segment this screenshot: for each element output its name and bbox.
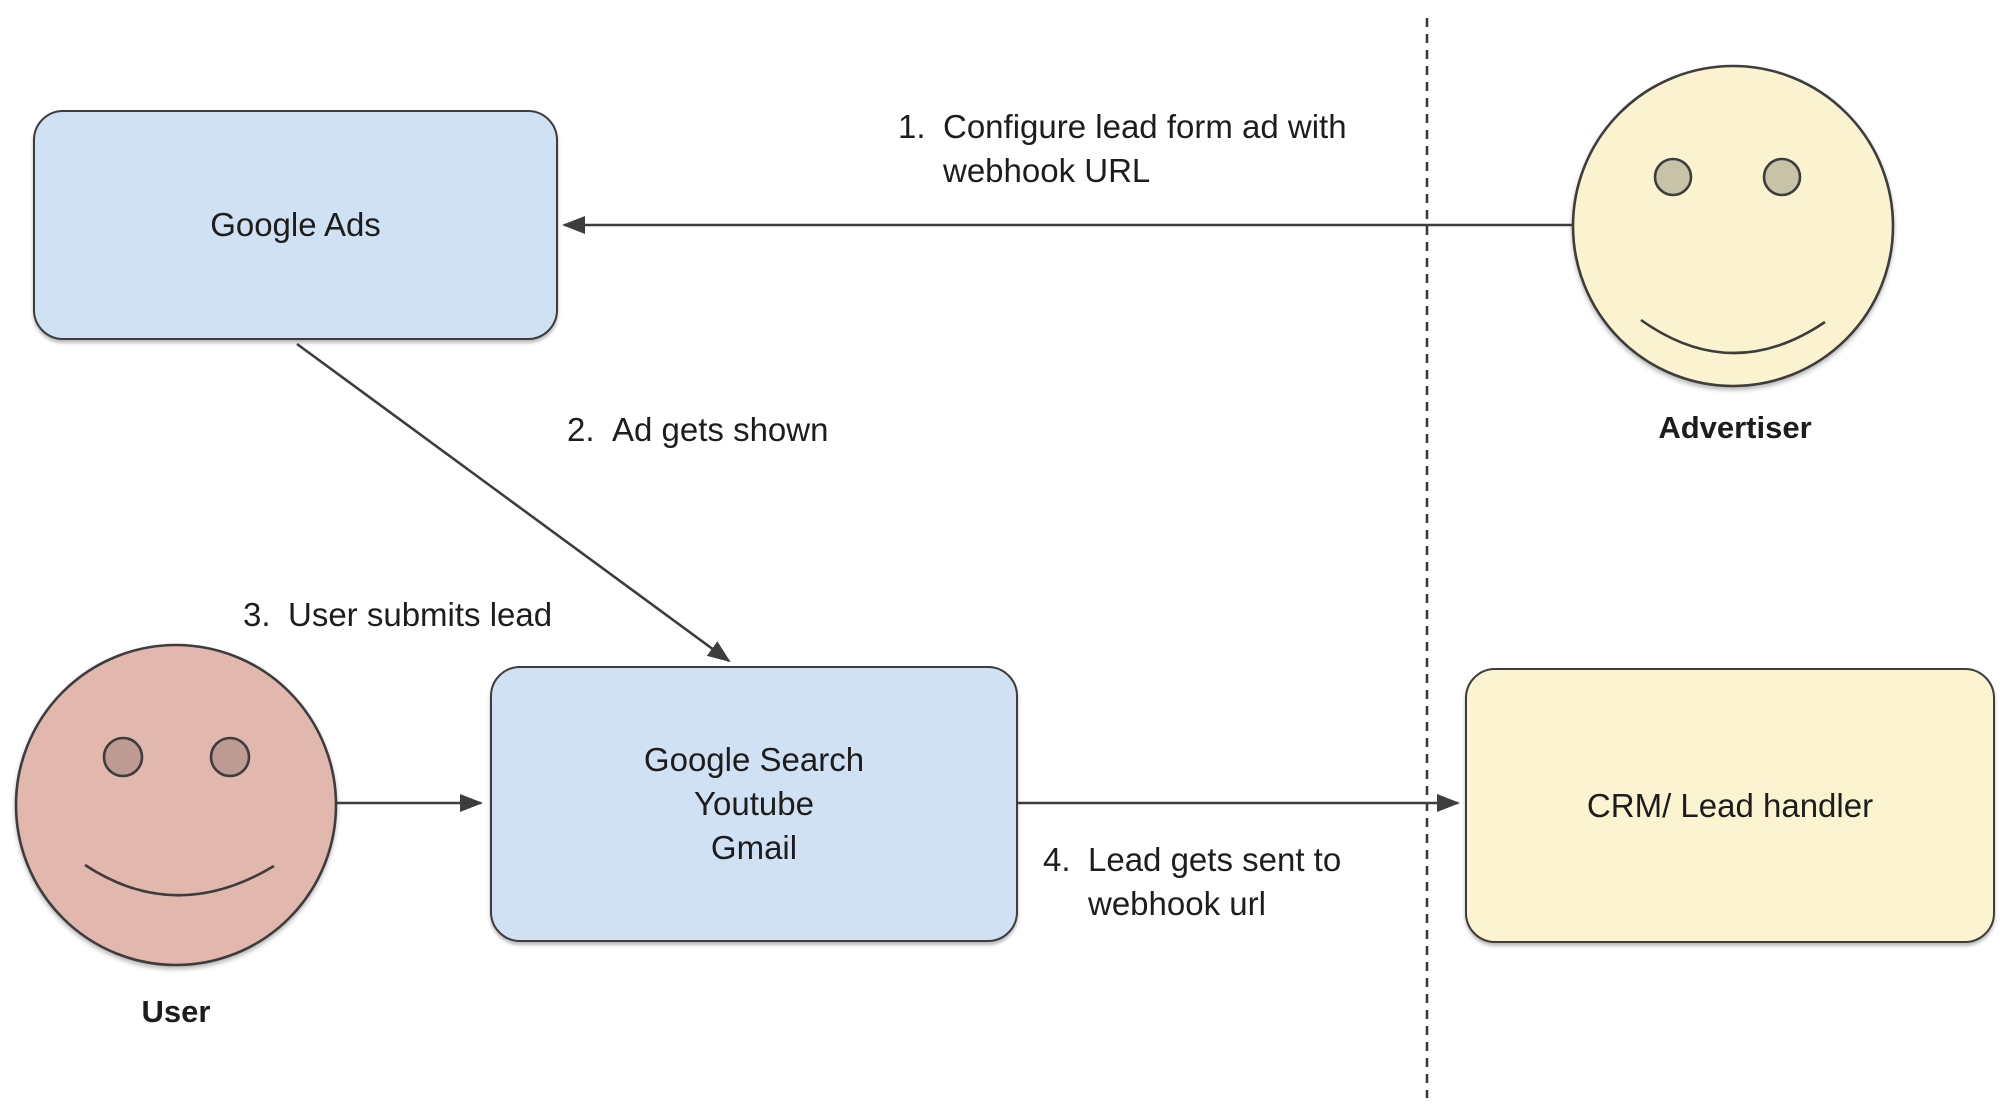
edge-label-line: webhook url bbox=[1088, 885, 1266, 922]
edge-label-line: Configure lead form ad with bbox=[943, 108, 1347, 145]
edge-label-line: User submits lead bbox=[288, 596, 553, 633]
advertiser-face-icon bbox=[1571, 64, 1895, 388]
user-face-head bbox=[14, 643, 338, 967]
user-right-eye-icon bbox=[209, 736, 251, 778]
edge-label-line: Lead gets sent to bbox=[1088, 841, 1342, 878]
edge-label-number: 1. bbox=[898, 108, 926, 145]
user-smile-icon bbox=[84, 863, 275, 897]
edge-label-user-submits-lead: 3. User submits lead bbox=[243, 593, 552, 637]
node-google-surfaces-line: Youtube bbox=[694, 785, 814, 822]
node-google-surfaces-line: Google Search bbox=[643, 741, 865, 778]
edge-label-line: webhook URL bbox=[943, 152, 1151, 189]
edge-label-number: 2. bbox=[567, 411, 595, 448]
advertiser-right-eye-icon bbox=[1762, 157, 1802, 197]
user-left-eye-icon bbox=[102, 736, 144, 778]
node-crm-label: CRM/ Lead handler bbox=[1586, 786, 1874, 824]
user-caption: User bbox=[141, 994, 211, 1029]
advertiser-smile-icon bbox=[1640, 318, 1826, 355]
node-google-surfaces-line: Gmail bbox=[710, 829, 798, 866]
edge-label-number: 3. bbox=[243, 596, 271, 633]
edge-label-line: Ad gets shown bbox=[612, 411, 829, 448]
advertiser-caption: Advertiser bbox=[1658, 410, 1812, 445]
edge-label-configure-lead-form: 1. Configure lead form ad with webhook U… bbox=[898, 105, 1347, 193]
advertiser-face-head bbox=[1571, 64, 1895, 388]
advertiser-left-eye-icon bbox=[1653, 157, 1693, 197]
node-google-ads: Google Ads bbox=[33, 110, 558, 340]
node-google-surfaces: Google Search Youtube Gmail bbox=[490, 666, 1018, 942]
edge-label-lead-sent-to-webhook: 4. Lead gets sent to webhook url bbox=[1043, 838, 1341, 926]
edge-label-number: 4. bbox=[1043, 841, 1071, 878]
user-face-icon bbox=[14, 643, 338, 967]
node-google-ads-label: Google Ads bbox=[210, 206, 381, 243]
node-crm-lead-handler: CRM/ Lead handler bbox=[1465, 668, 1995, 943]
edge-label-ad-gets-shown: 2. Ad gets shown bbox=[567, 408, 828, 452]
arrow-google-ads-to-surfaces bbox=[296, 342, 731, 663]
